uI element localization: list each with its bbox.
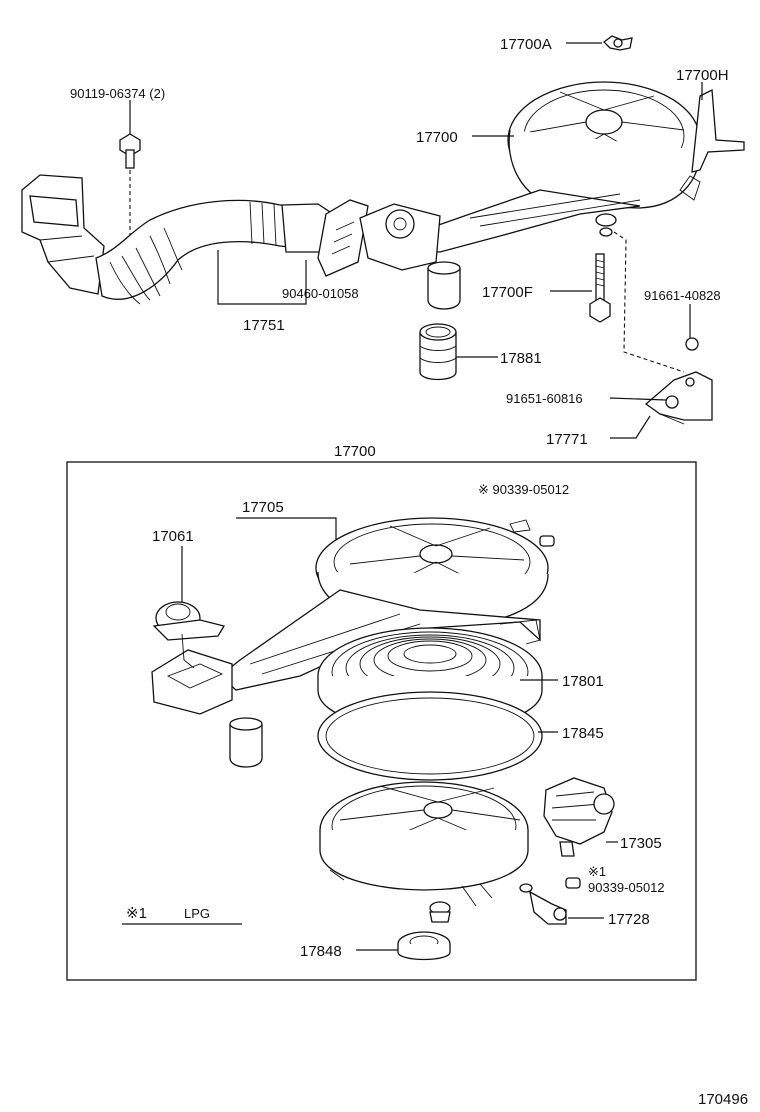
gasket-17845 xyxy=(317,691,543,781)
label-17705: 17705 xyxy=(242,499,284,516)
label-17061: 17061 xyxy=(152,528,194,545)
cap-90339-bottom xyxy=(565,877,581,889)
grommet-17848 xyxy=(397,931,451,961)
label-90339-bottom: 90339-05012 xyxy=(588,880,665,895)
hose-17700H xyxy=(679,88,745,201)
exploded-view-frame xyxy=(66,461,697,981)
cap-90339-top xyxy=(509,519,555,547)
label-17700-box: 17700 xyxy=(334,443,376,460)
label-91661: 91661-40828 xyxy=(644,288,721,303)
label-17700H: 17700H xyxy=(676,67,729,84)
hose-connector xyxy=(281,199,369,277)
case-lower xyxy=(319,781,529,923)
stud-17700F xyxy=(589,253,611,323)
label-90339-top: ※ 90339-05012 xyxy=(478,482,569,497)
label-17881: 17881 xyxy=(500,350,542,367)
label-90119: 90119-06374 (2) xyxy=(70,86,165,101)
leader-lines xyxy=(122,42,703,951)
label-17305: 17305 xyxy=(620,835,662,852)
bracket-17771 xyxy=(613,231,713,425)
label-17700F: 17700F xyxy=(482,284,533,301)
diagram-number: 170496 xyxy=(698,1091,748,1108)
vacuum-motor-17061 xyxy=(152,601,226,669)
label-91651: 91651-60816 xyxy=(506,391,583,406)
label-17771: 17771 xyxy=(546,431,588,448)
label-note1-mark: ※1 xyxy=(588,864,606,879)
label-17845: 17845 xyxy=(562,725,604,742)
sensor-17305 xyxy=(543,777,615,857)
wing-nut-17700A xyxy=(603,35,633,51)
air-duct-inlet xyxy=(21,174,105,295)
legend-text: LPG xyxy=(184,906,210,921)
label-17700: 17700 xyxy=(416,129,458,146)
sleeve-17881 xyxy=(419,323,457,381)
label-17751: 17751 xyxy=(243,317,285,334)
intake-arm xyxy=(151,589,541,768)
label-90460: 90460-01058 xyxy=(282,286,359,301)
grommet-upper xyxy=(595,213,617,237)
label-17848: 17848 xyxy=(300,943,342,960)
air-cleaner-17700 xyxy=(359,81,701,310)
legend-mark: ※1 xyxy=(126,905,147,922)
valve-17728 xyxy=(519,883,567,925)
label-17801: 17801 xyxy=(562,673,604,690)
label-17728: 17728 xyxy=(608,911,650,928)
label-17700A: 17700A xyxy=(500,36,552,53)
